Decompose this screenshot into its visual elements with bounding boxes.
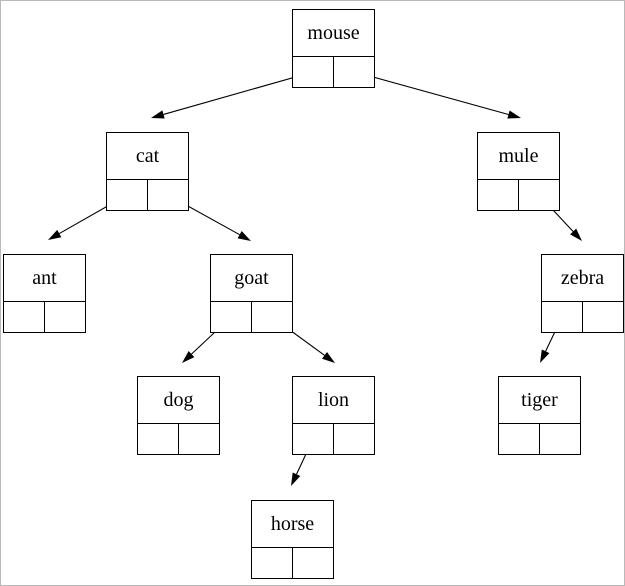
- tree-edge-arrowhead: [237, 231, 251, 241]
- tree-edge-arrowhead: [182, 351, 195, 363]
- tree-edge-line: [163, 71, 314, 115]
- tree-node-cat: cat: [106, 132, 189, 211]
- tree-node-pointer-row: [252, 548, 333, 578]
- tree-node-label: dog: [138, 377, 219, 424]
- tree-node-right-pointer-cell: [540, 424, 581, 454]
- tree-node-ant: ant: [3, 254, 86, 333]
- tree-node-label: mouse: [293, 10, 374, 57]
- tree-node-right-pointer-cell: [148, 180, 189, 210]
- tree-node-left-pointer-cell: [138, 424, 179, 454]
- tree-edge-arrowhead: [570, 228, 582, 241]
- tree-node-zebra: zebra: [541, 254, 624, 333]
- tree-node-dog: dog: [137, 376, 220, 455]
- tree-node-pointer-row: [211, 302, 292, 332]
- tree-node-right-pointer-cell: [179, 424, 220, 454]
- tree-node-left-pointer-cell: [293, 57, 334, 87]
- tree-edge-mouse-to-cat: [151, 71, 314, 119]
- tree-node-pointer-row: [107, 180, 188, 210]
- tree-node-right-pointer-cell: [293, 548, 334, 578]
- tree-node-label: goat: [211, 255, 292, 302]
- tree-node-pointer-row: [293, 57, 374, 87]
- tree-node-tiger: tiger: [498, 376, 581, 455]
- tree-edge-arrowhead: [291, 472, 301, 486]
- tree-node-pointer-row: [542, 302, 623, 332]
- tree-edge-arrowhead: [48, 229, 62, 240]
- tree-node-left-pointer-cell: [211, 302, 252, 332]
- tree-node-mule: mule: [477, 132, 560, 211]
- tree-node-left-pointer-cell: [4, 302, 45, 332]
- tree-node-label: horse: [252, 501, 333, 548]
- tree-node-pointer-row: [499, 424, 580, 454]
- tree-node-label: lion: [293, 377, 374, 424]
- tree-node-left-pointer-cell: [542, 302, 583, 332]
- tree-node-right-pointer-cell: [252, 302, 293, 332]
- tree-node-right-pointer-cell: [334, 424, 375, 454]
- tree-node-label: cat: [107, 133, 188, 180]
- tree-node-left-pointer-cell: [293, 424, 334, 454]
- tree-node-left-pointer-cell: [107, 180, 148, 210]
- tree-node-label: ant: [4, 255, 85, 302]
- tree-node-lion: lion: [292, 376, 375, 455]
- tree-node-pointer-row: [478, 180, 559, 210]
- tree-node-label: mule: [478, 133, 559, 180]
- tree-node-right-pointer-cell: [519, 180, 560, 210]
- tree-edge-arrowhead: [151, 110, 165, 119]
- tree-node-right-pointer-cell: [583, 302, 624, 332]
- tree-node-left-pointer-cell: [499, 424, 540, 454]
- tree-edge-mouse-to-mule: [354, 71, 521, 119]
- tree-node-right-pointer-cell: [45, 302, 86, 332]
- tree-node-left-pointer-cell: [252, 548, 293, 578]
- tree-node-goat: goat: [210, 254, 293, 333]
- tree-node-pointer-row: [4, 302, 85, 332]
- tree-node-pointer-row: [138, 424, 219, 454]
- tree-node-left-pointer-cell: [478, 180, 519, 210]
- tree-edge-line: [354, 71, 509, 116]
- tree-node-horse: horse: [251, 500, 334, 579]
- tree-node-pointer-row: [293, 424, 374, 454]
- tree-edge-arrowhead: [507, 110, 521, 119]
- tree-node-label: zebra: [542, 255, 623, 302]
- tree-node-label: tiger: [499, 377, 580, 424]
- tree-node-mouse: mouse: [292, 9, 375, 88]
- tree-edge-arrowhead: [322, 351, 335, 363]
- tree-edge-arrowhead: [540, 349, 550, 363]
- tree-node-right-pointer-cell: [334, 57, 375, 87]
